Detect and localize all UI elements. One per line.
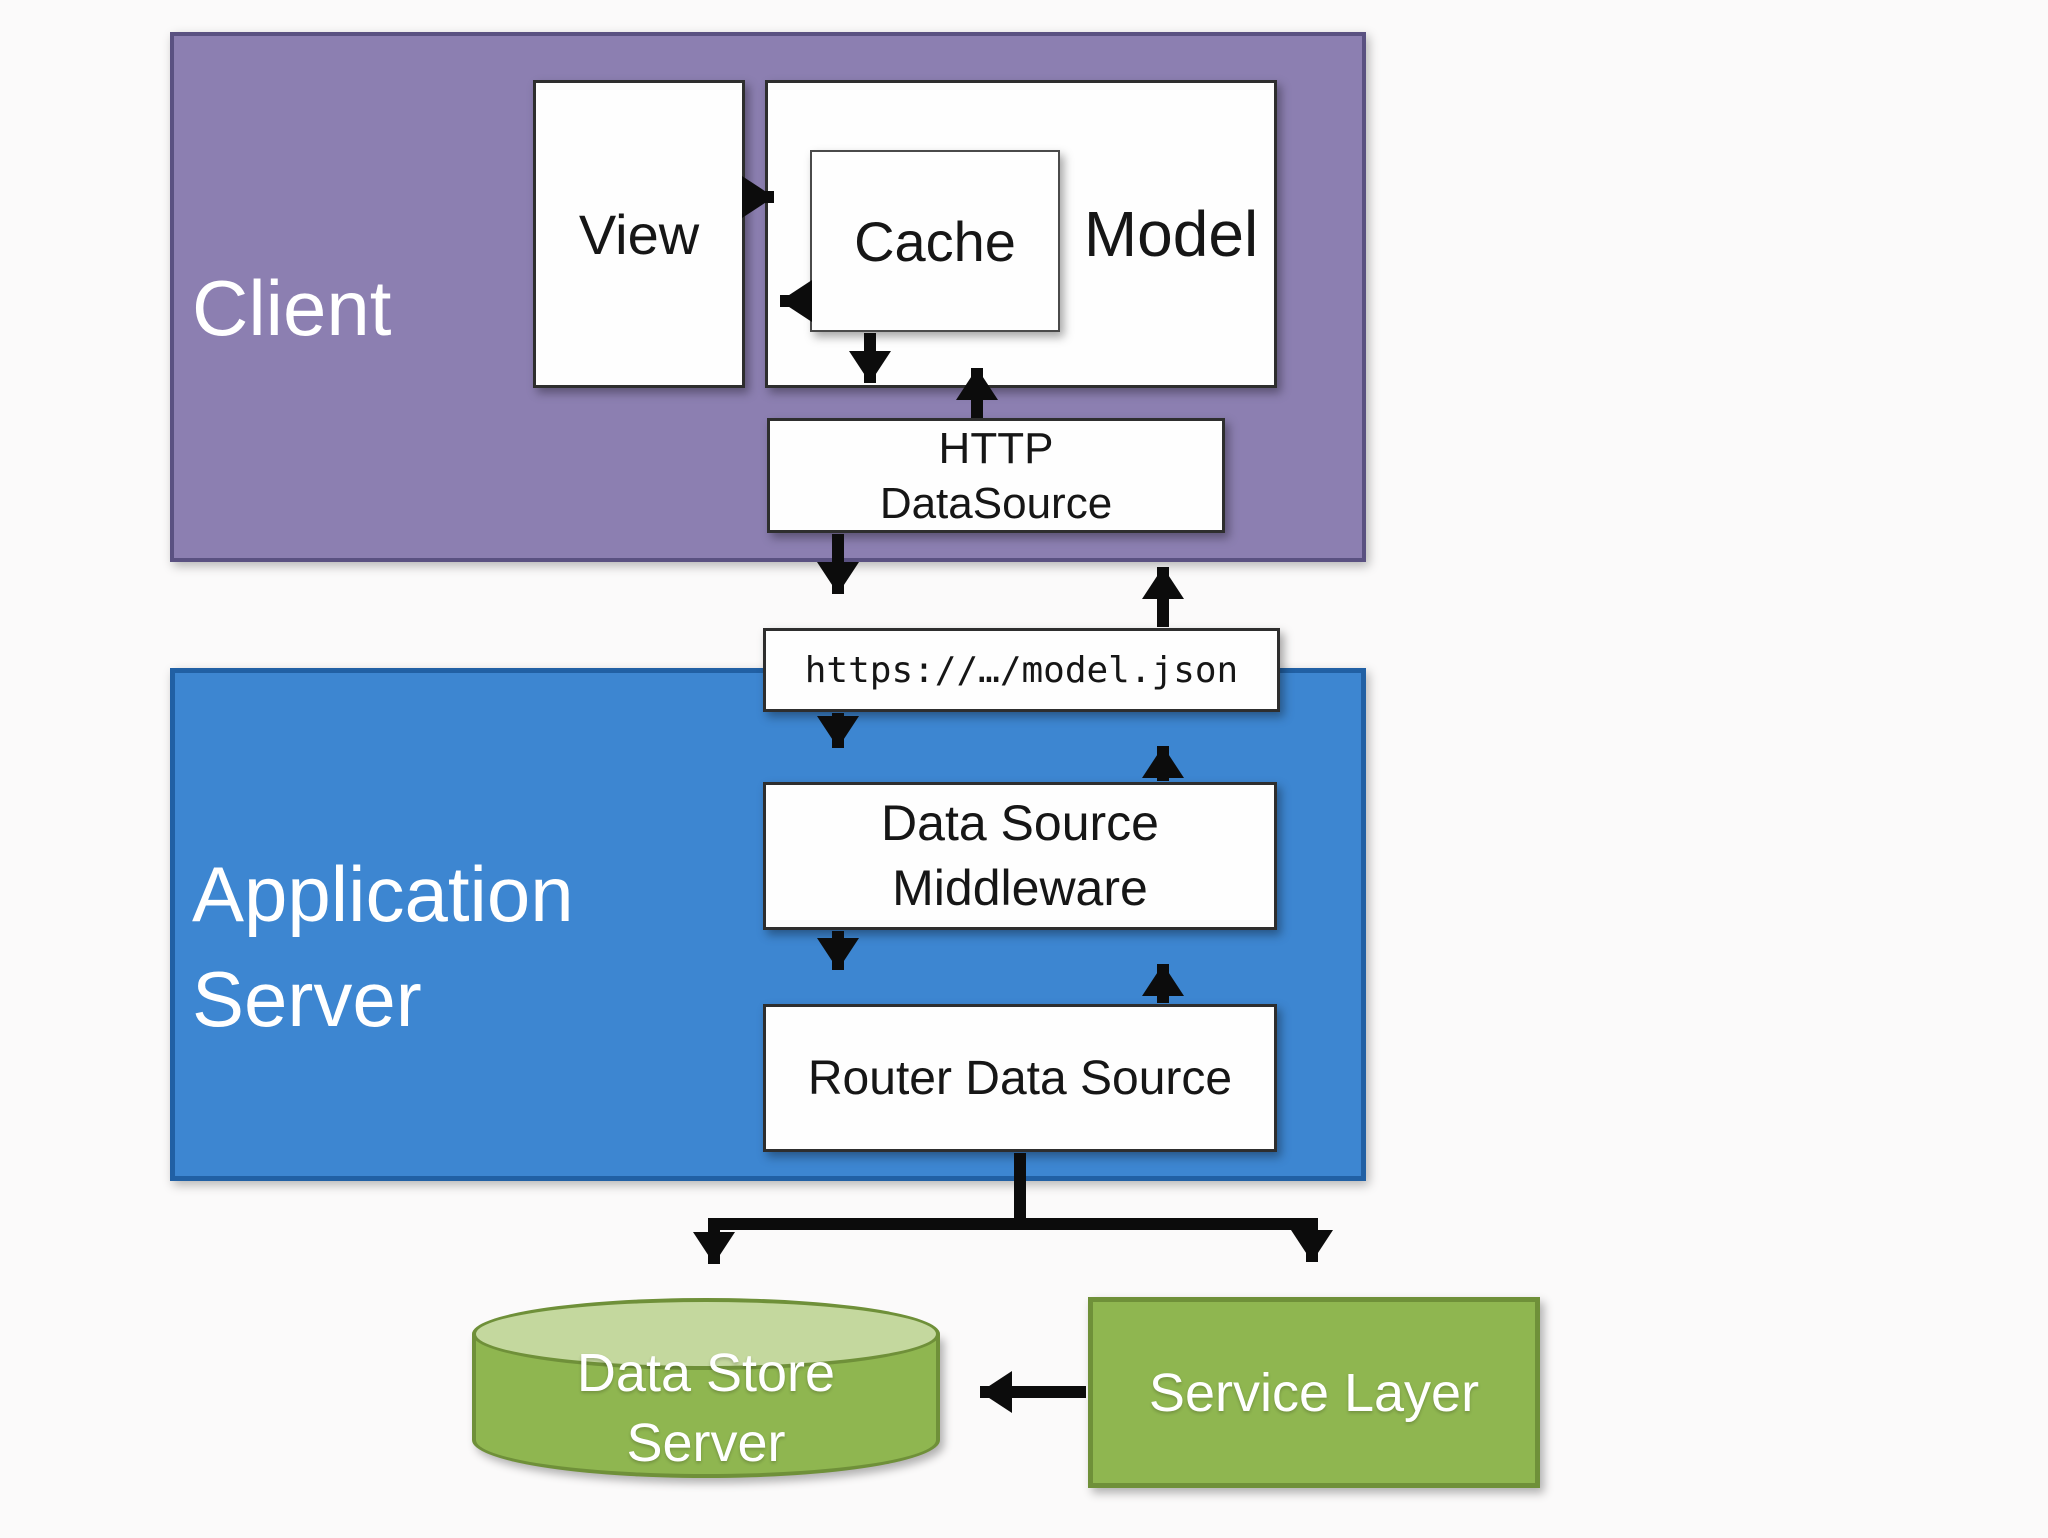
model-node-label: Model — [1083, 198, 1259, 270]
view-node: View — [533, 80, 745, 388]
service-layer-node: Service Layer — [1088, 1297, 1540, 1488]
application-server-group-label: Application Server — [192, 850, 574, 1044]
data-source-middleware-node: Data Source Middleware — [763, 782, 1277, 930]
data-store-server-cylinder: Data Store Server — [472, 1298, 940, 1478]
cylinder-top-ellipse — [472, 1298, 940, 1370]
router-data-source-node: Router Data Source — [763, 1004, 1277, 1152]
client-group-label: Client — [192, 264, 392, 352]
model-json-url-node: https://…/model.json — [763, 628, 1280, 712]
cache-node: Cache — [810, 150, 1060, 332]
data-store-server-label: Data Store Server — [576, 1342, 836, 1473]
http-datasource-node: HTTP DataSource — [767, 418, 1225, 533]
